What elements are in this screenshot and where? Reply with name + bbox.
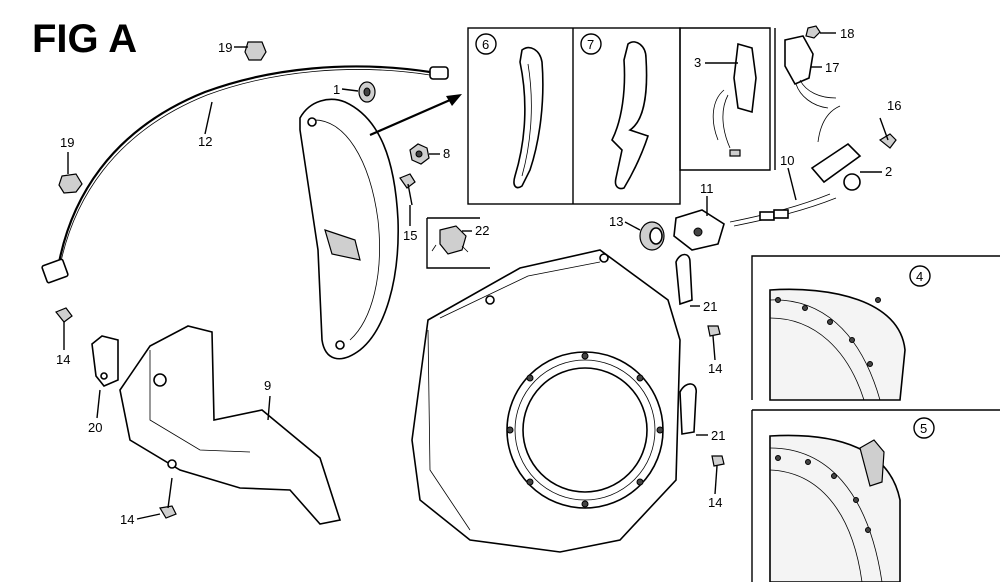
callout-8: 8 (443, 146, 450, 161)
wires-10 (729, 193, 837, 227)
clip-21-lower (679, 383, 697, 435)
figure-title: FIG A (32, 17, 137, 61)
callout-19-upper: 19 (218, 40, 232, 55)
svg-text:5: 5 (920, 421, 927, 436)
bracket-9 (119, 325, 342, 525)
callout-14-right-lower: 14 (708, 495, 722, 510)
callout-16: 16 (887, 98, 901, 113)
cable-clip-upper (244, 41, 267, 61)
callout-circle-6: 6 (475, 33, 497, 55)
clip-21-upper (675, 253, 693, 306)
callout-circle-4: 4 (909, 265, 931, 287)
callout-14-lower-left: 14 (120, 512, 134, 527)
shroud-plate (299, 98, 399, 360)
switch-2 (810, 105, 862, 191)
bolt-15 (399, 173, 416, 206)
callout-21-lower: 21 (711, 428, 725, 443)
bolt-14-right-upper (707, 325, 721, 337)
callout-17: 17 (825, 60, 839, 75)
bolt-14-upper-left (55, 307, 73, 323)
detail-box-3 (679, 27, 771, 171)
detail-panel-5 (751, 410, 901, 582)
part-17 (784, 35, 837, 109)
bolt-14-right-lower (711, 455, 725, 467)
bolt-14-lower-left (159, 477, 177, 519)
callout-3: 3 (694, 55, 701, 70)
callout-13: 13 (609, 214, 623, 229)
fan-shroud (411, 249, 681, 553)
part-11 (673, 209, 725, 251)
svg-text:4: 4 (916, 269, 923, 284)
callout-14-right-upper: 14 (708, 361, 722, 376)
svg-text:7: 7 (587, 37, 594, 52)
callout-21-upper: 21 (703, 299, 717, 314)
detail-box-6-7 (467, 27, 681, 205)
callout-circle-5: 5 (913, 417, 935, 439)
bracket-20 (91, 335, 119, 387)
callout-circle-7: 7 (580, 33, 602, 55)
callout-20: 20 (88, 420, 102, 435)
nut-8 (409, 143, 430, 165)
callout-2: 2 (885, 164, 892, 179)
callout-9: 9 (264, 378, 271, 393)
grommet-1 (358, 81, 376, 103)
bushing-13 (639, 221, 665, 251)
callout-19-lower: 19 (60, 135, 74, 150)
detail-panel-4 (751, 255, 1000, 401)
callout-14-upper-left: 14 (56, 352, 70, 367)
svg-text:6: 6 (482, 37, 489, 52)
callout-22: 22 (475, 223, 489, 238)
callout-18: 18 (840, 26, 854, 41)
inset-22 (426, 217, 490, 269)
callout-10: 10 (780, 153, 794, 168)
callout-15: 15 (403, 228, 417, 243)
callout-12: 12 (198, 134, 212, 149)
bolt-16 (878, 117, 897, 149)
callout-1: 1 (333, 82, 340, 97)
cable-assembly (41, 41, 449, 284)
screw-18 (805, 25, 821, 39)
callout-11: 11 (700, 181, 714, 196)
cable-clip-lower (58, 173, 83, 194)
